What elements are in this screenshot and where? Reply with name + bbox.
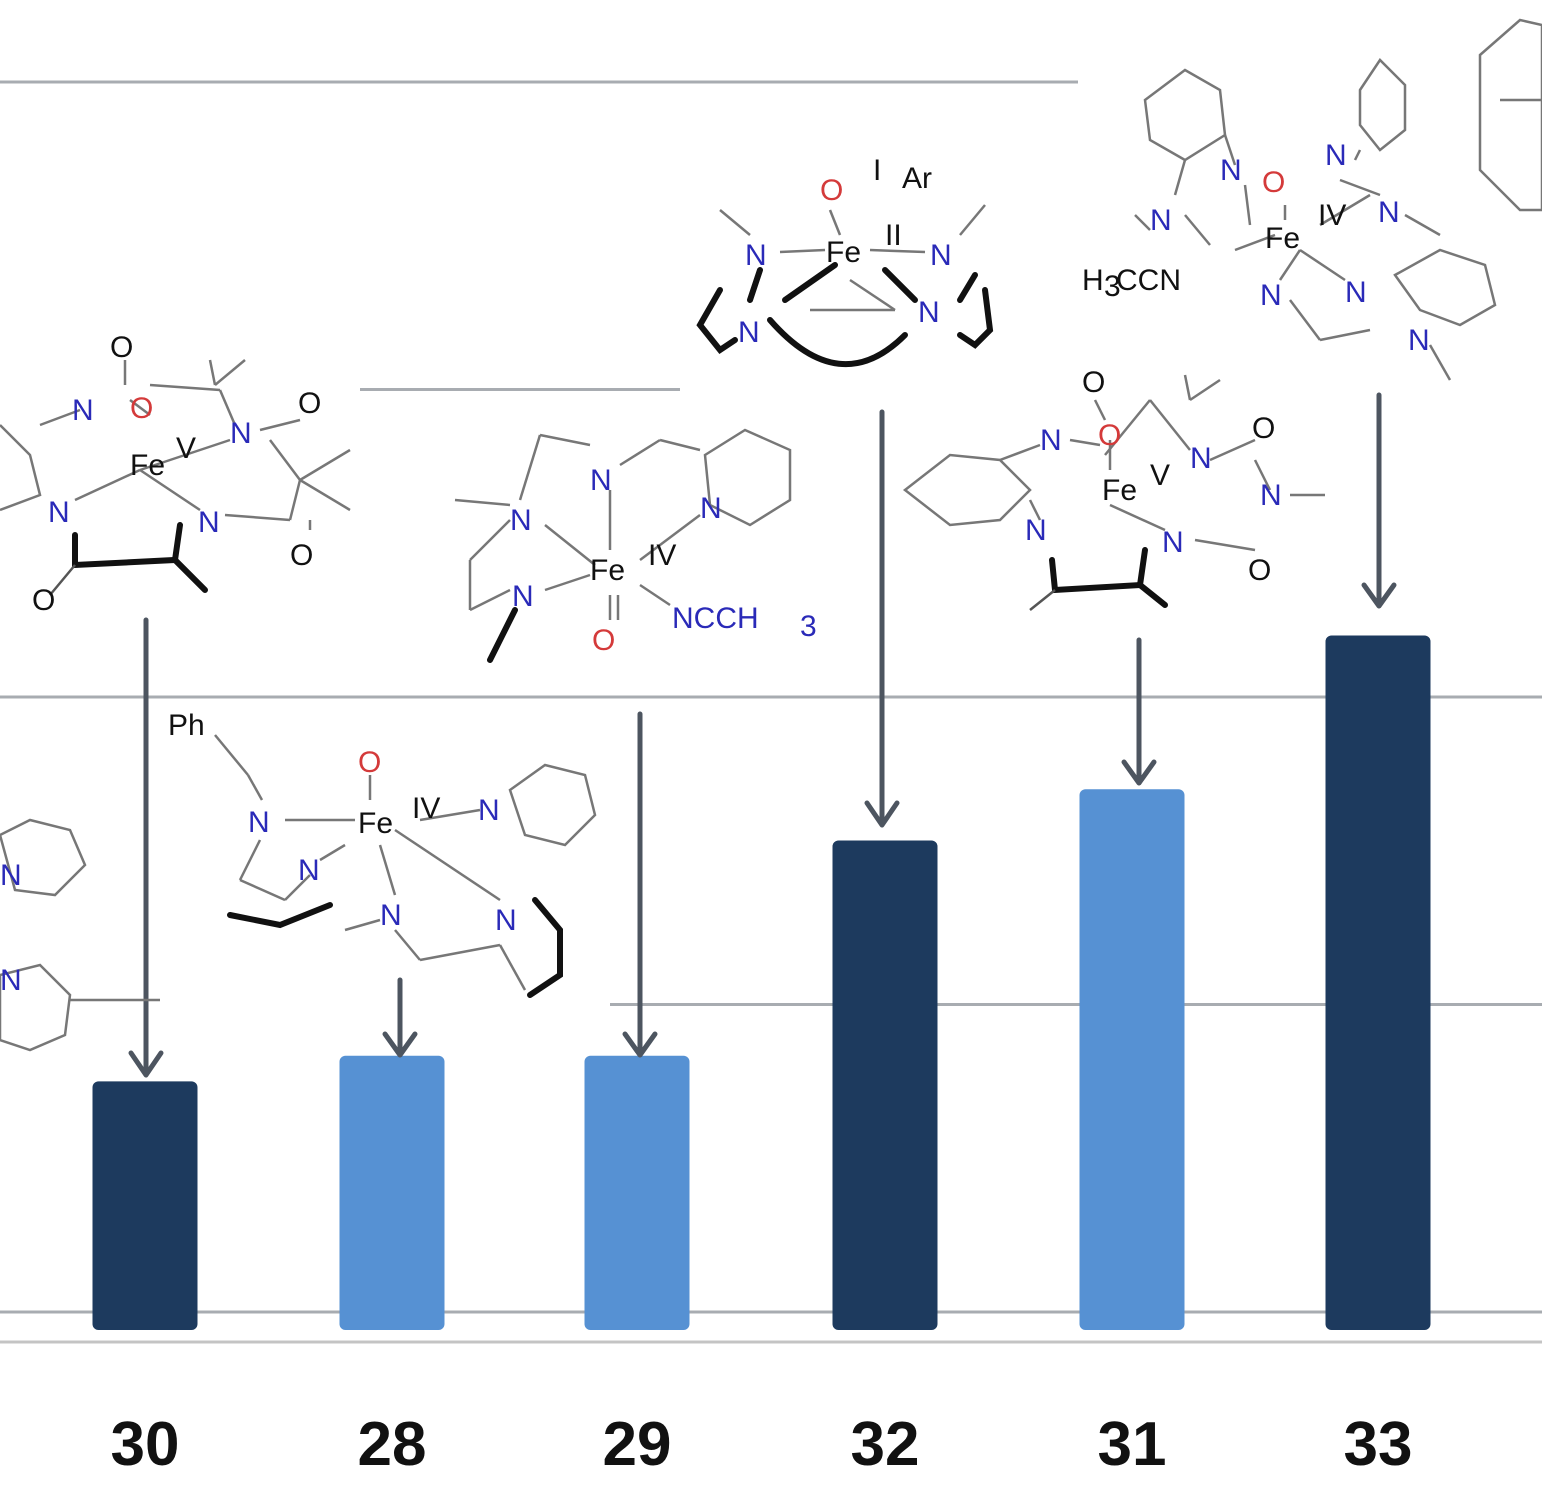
bar-31 xyxy=(1079,789,1185,1330)
structure-29: N N N Fe IV N O NCCH 3 xyxy=(454,428,817,663)
s30-label-3: N xyxy=(230,417,252,450)
structure-33: N O N N Fe IV N H 3 CCN N N N xyxy=(1082,18,1542,381)
s30-label-1: O xyxy=(130,392,153,425)
s31-label-2: O xyxy=(1098,419,1121,452)
s33-label-3: N xyxy=(1150,204,1172,237)
bar-28 xyxy=(339,1055,445,1330)
arrow-30 xyxy=(128,617,164,1078)
x-tick-label-32: 32 xyxy=(851,1410,920,1479)
s28-label-0: Ph xyxy=(168,709,205,742)
s32-label-0: O xyxy=(820,174,843,207)
x-tick-label-30: 30 xyxy=(111,1410,180,1479)
s31-label-8: N xyxy=(1025,514,1047,547)
s31-label-9: N xyxy=(1162,526,1184,559)
arrow-32 xyxy=(864,409,900,828)
s33-label-8: 3 xyxy=(1104,270,1121,303)
s33-label-11: N xyxy=(1345,276,1367,309)
s33-label-1: O xyxy=(1262,166,1285,199)
s30-label-10: O xyxy=(32,584,55,617)
s31-label-1: N xyxy=(1040,424,1062,457)
arrow-28 xyxy=(382,977,418,1058)
bar-30 xyxy=(92,1081,198,1330)
structure-28: Ph O N Fe IV N N N N xyxy=(168,709,597,998)
s28-label-2: N xyxy=(248,806,270,839)
x-tick-labels: 30 28 29 32 31 33 xyxy=(111,1410,1413,1479)
bar-32 xyxy=(832,840,938,1330)
bar-series xyxy=(92,635,1431,1330)
s33-label-7: H xyxy=(1082,264,1104,297)
x-tick-label-31: 31 xyxy=(1098,1410,1167,1479)
s33-label-9: CCN xyxy=(1116,264,1181,297)
s32-label-8: N xyxy=(918,296,940,329)
bar-33 xyxy=(1325,635,1431,1330)
s30-label-7: N xyxy=(48,496,70,529)
s31-label-3: N xyxy=(1190,442,1212,475)
s29-label-3: Fe xyxy=(590,554,625,587)
s29-label-2: N xyxy=(512,580,534,613)
s30-label-2: N xyxy=(72,394,94,427)
arrow-29 xyxy=(622,711,658,1058)
s30-label-4: O xyxy=(298,387,321,420)
s32-label-2: Ar xyxy=(902,162,932,195)
structure-32: O I Ar N Fe II N N N xyxy=(696,154,994,368)
s29-label-0: N xyxy=(590,464,612,497)
s32-label-4: Fe xyxy=(826,236,861,269)
s31-label-7: N xyxy=(1260,479,1282,512)
s28-label-5: N xyxy=(478,794,500,827)
s33-label-10: N xyxy=(1260,279,1282,312)
structure-arrows xyxy=(128,392,1397,1078)
fragment-n-2: N xyxy=(0,964,22,997)
gridlines xyxy=(0,80,1542,1314)
structure-30: O O N N O Fe V N N O O xyxy=(0,331,351,617)
x-tick-label-29: 29 xyxy=(603,1410,672,1479)
s29-label-8: 3 xyxy=(800,610,817,643)
s29-label-6: O xyxy=(592,624,615,657)
bar-29 xyxy=(584,1055,690,1330)
s28-label-3: Fe xyxy=(358,807,393,840)
s30-label-5: Fe xyxy=(130,449,165,482)
arrow-31 xyxy=(1121,637,1157,786)
s29-label-7: NCCH xyxy=(672,602,759,635)
s33-label-12: N xyxy=(1408,324,1430,357)
arrow-33 xyxy=(1361,392,1397,609)
s31-label-4: O xyxy=(1252,412,1275,445)
s33-label-6: N xyxy=(1378,196,1400,229)
s29-label-5: N xyxy=(700,492,722,525)
s28-label-1: O xyxy=(358,746,381,779)
s32-label-5: II xyxy=(885,219,902,252)
s31-label-6: V xyxy=(1150,459,1170,492)
s33-label-5: IV xyxy=(1318,199,1346,232)
x-tick-label-28: 28 xyxy=(358,1410,427,1479)
s29-label-4: IV xyxy=(648,539,676,572)
s32-label-7: N xyxy=(738,316,760,349)
structure-31: O N O N O Fe V N N N O xyxy=(902,366,1325,611)
x-tick-label-33: 33 xyxy=(1344,1410,1413,1479)
s31-label-10: O xyxy=(1248,554,1271,587)
fragment-n-1: N xyxy=(0,859,22,892)
s31-label-5: Fe xyxy=(1102,474,1137,507)
s33-label-2: N xyxy=(1325,139,1347,172)
s30-label-6: V xyxy=(176,432,196,465)
s33-label-0: N xyxy=(1220,154,1242,187)
s30-label-9: O xyxy=(290,539,313,572)
s32-label-3: N xyxy=(745,239,767,272)
s32-label-6: N xyxy=(930,239,952,272)
s29-label-1: N xyxy=(510,504,532,537)
s28-label-7: N xyxy=(380,899,402,932)
s31-label-0: O xyxy=(1082,366,1105,399)
s28-label-4: IV xyxy=(412,792,440,825)
s28-label-8: N xyxy=(495,904,517,937)
s30-label-8: N xyxy=(198,506,220,539)
s30-label-0: O xyxy=(110,331,133,364)
structure-fragment-left: N N xyxy=(0,818,160,1052)
s33-label-4: Fe xyxy=(1265,222,1300,255)
s32-label-1: I xyxy=(873,154,881,187)
s28-label-6: N xyxy=(298,854,320,887)
